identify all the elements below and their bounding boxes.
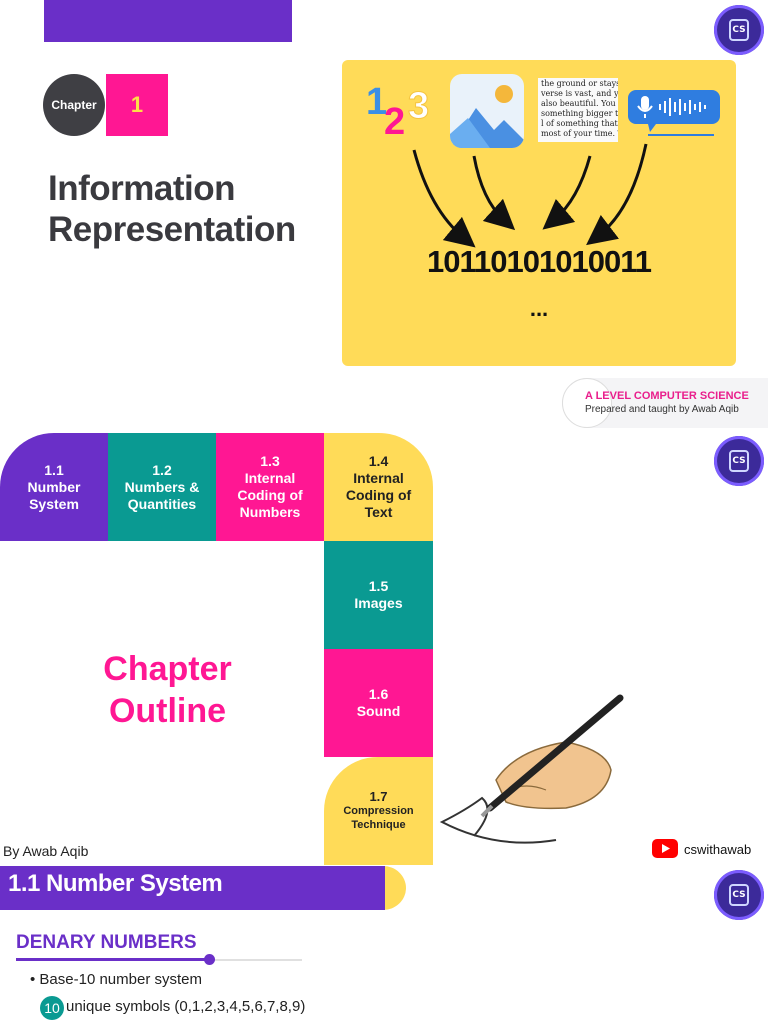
- tile-label: Internal Coding of Numbers: [237, 470, 303, 520]
- slide-title: Information Representation: [48, 169, 296, 249]
- ellipsis: ...: [529, 296, 549, 321]
- cs-logo-text: CS: [729, 450, 749, 472]
- outline-tile-1-5: 1.5 Images: [324, 541, 433, 649]
- outline-tile-1-3: 1.3 Internal Coding of Numbers: [216, 433, 324, 541]
- tile-label: Internal Coding of Text: [345, 470, 412, 520]
- youtube-icon[interactable]: [652, 839, 678, 858]
- outline-tile-1-6: 1.6 Sound: [324, 649, 433, 757]
- text-snippet-line: the ground or stays: [541, 79, 618, 88]
- section-bar: [0, 866, 385, 910]
- tile-number: 1.3: [260, 453, 280, 469]
- svg-text:2: 2: [384, 101, 405, 140]
- author-credit: By Awab Aqib: [3, 843, 89, 859]
- cs-logo-text: CS: [729, 884, 749, 906]
- outline-title: Chapter Outline: [103, 650, 232, 730]
- text-snippet-line: most of your time. Ta: [541, 129, 618, 138]
- chapter-number: 1: [106, 74, 168, 136]
- svg-text:3: 3: [408, 85, 429, 127]
- cs-logo-text: CS: [729, 19, 749, 41]
- text-snippet-line: something bigger than y: [541, 109, 618, 118]
- tile-label: Number System: [27, 478, 81, 512]
- hand-writing-icon: [439, 694, 624, 844]
- cs-logo: CS: [714, 870, 764, 920]
- tile-number: 1.2: [152, 461, 172, 478]
- outline-tile-1-1: 1.1 Number System: [0, 433, 108, 541]
- numbers-icon: 1 2 3: [366, 81, 430, 140]
- symbols-text: unique symbols (0,1,2,3,4,5,6,7,8,9): [66, 998, 306, 1015]
- bullet-item: • Base-10 number system: [30, 971, 202, 988]
- tile-number: 1.7: [369, 789, 388, 804]
- outline-tile-1-7: 1.7 Compression Technique: [324, 757, 433, 865]
- tile-label: Sound: [356, 703, 401, 719]
- outline-tile-1-2: 1.2 Numbers & Quantities: [108, 433, 216, 541]
- sound-icon: [628, 90, 720, 132]
- course-badge-circle: [562, 378, 612, 428]
- tile-number: 1.5: [368, 578, 389, 594]
- tile-number: 1.6: [368, 686, 389, 702]
- count-badge: 10: [40, 996, 64, 1020]
- outline-tile-1-4: 1.4 Internal Coding of Text: [324, 433, 433, 541]
- cs-logo: CS: [714, 5, 764, 55]
- bullet-text: Base-10 number system: [39, 971, 202, 988]
- heading-underline-dot: [204, 954, 215, 965]
- heading-underline-accent: [16, 958, 210, 961]
- arrows-icon: [412, 143, 648, 248]
- chapter-label: Chapter: [43, 74, 105, 136]
- tile-label: Compression Technique: [343, 805, 414, 831]
- text-document-icon: the ground or stays verse is vast, and y…: [538, 78, 618, 142]
- tile-label: Numbers & Quantities: [124, 478, 200, 512]
- course-title: A LEVEL COMPUTER SCIENCE: [585, 390, 749, 402]
- top-accent-bar: [44, 0, 292, 42]
- image-icon: [450, 74, 524, 148]
- sub-heading: DENARY NUMBERS: [16, 932, 197, 953]
- tile-label: Images: [354, 595, 403, 611]
- section-title: 1.1 Number System: [8, 870, 223, 897]
- binary-output: 10110101010011: [427, 244, 652, 279]
- cs-logo: CS: [714, 436, 764, 486]
- youtube-handle[interactable]: cswithawab: [684, 842, 752, 857]
- text-snippet-line: l of something that m: [541, 119, 618, 128]
- text-snippet-line: also beautiful. You a: [541, 99, 618, 108]
- text-snippet-line: verse is vast, and you: [541, 89, 618, 98]
- tile-number: 1.4: [368, 453, 389, 469]
- course-subtitle: Prepared and taught by Awab Aqib: [585, 404, 739, 415]
- tile-number: 1.1: [44, 461, 64, 478]
- svg-text:1: 1: [366, 81, 387, 123]
- sound-baseline: [648, 134, 714, 136]
